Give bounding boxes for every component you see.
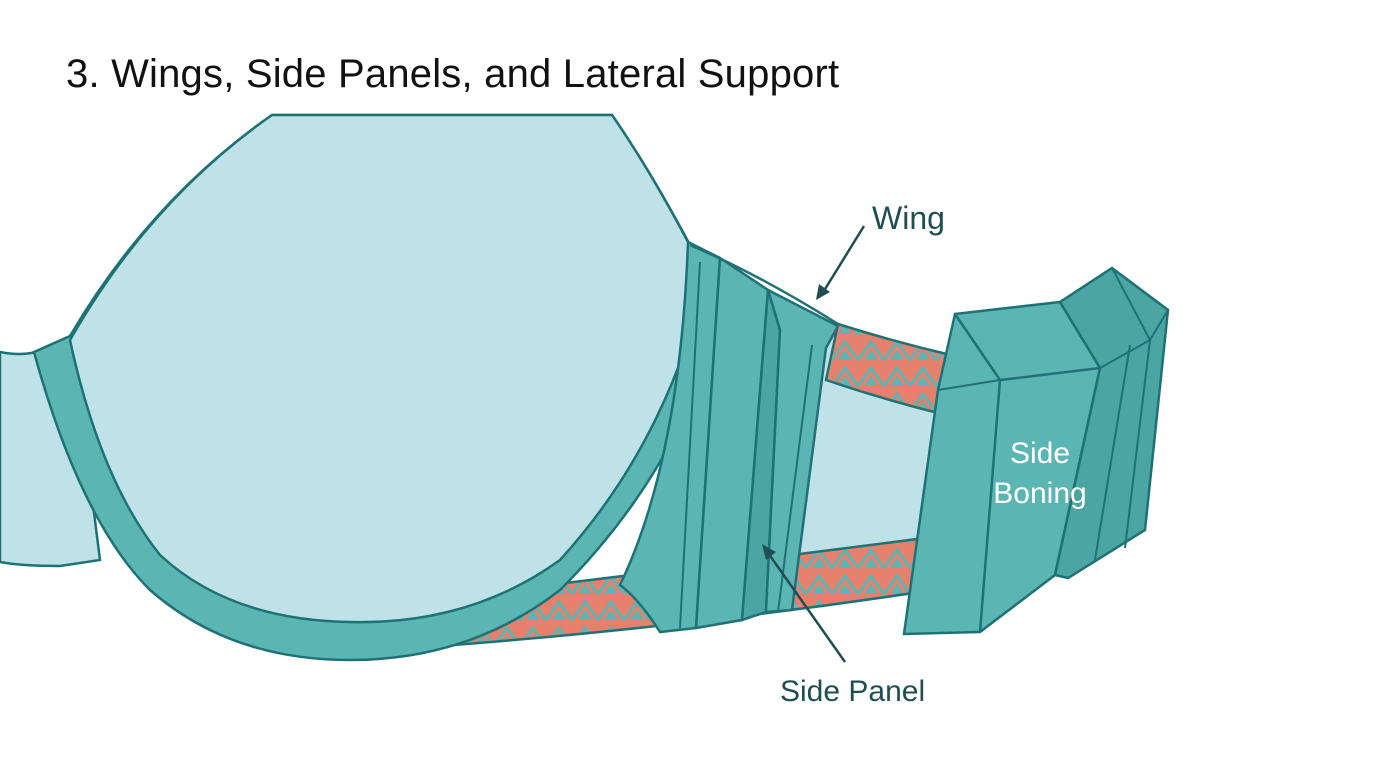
- wing-pointer-line: [820, 225, 866, 295]
- side-panel-label: Side Panel: [780, 675, 925, 708]
- wing-label: Wing: [872, 200, 945, 236]
- side-panel-strip-4: [764, 287, 840, 614]
- side-boning-label-line1: Side: [1010, 437, 1070, 470]
- wing-pointer-arrowhead: [816, 284, 830, 300]
- side-panel-pointer-arrowhead: [762, 544, 776, 560]
- diagram-title: 3. Wings, Side Panels, and Lateral Suppo…: [66, 52, 840, 96]
- side-boning-label-line2: Boning: [993, 477, 1086, 510]
- side-panel-pointer-line: [764, 549, 847, 663]
- cup: [68, 113, 702, 624]
